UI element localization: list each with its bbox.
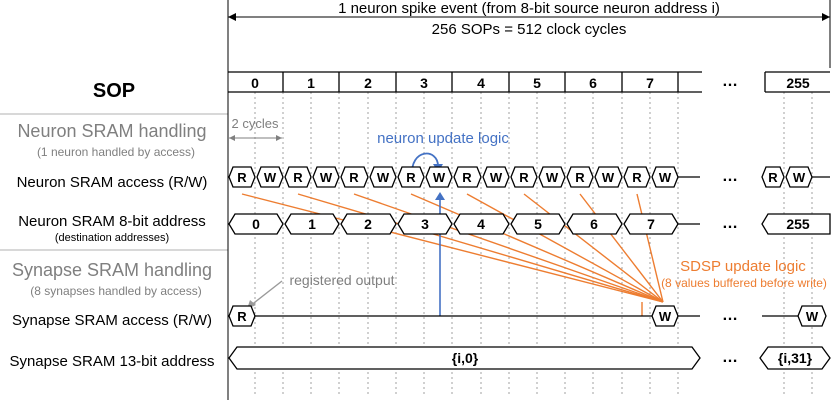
synapse-addr-value: {i,31} (778, 350, 813, 366)
ellipsis: … (722, 307, 738, 324)
sop-value: 3 (420, 75, 428, 91)
sdsp-fan-lines (241, 193, 664, 316)
neuron-op: R (406, 170, 416, 185)
ellipsis: … (722, 73, 738, 90)
event-label: 1 neuron spike event (from 8-bit source … (338, 0, 720, 17)
neuron-ops: R W R W R W R W R W R W R W R W … R W (237, 168, 806, 185)
synapse-op: W (659, 309, 672, 324)
neuron-addr-value: 5 (534, 216, 542, 232)
event-span (227, 0, 831, 68)
neuron-access-row (228, 166, 813, 188)
sop-value: 2 (364, 75, 372, 91)
neuron-addr-value: 4 (477, 216, 485, 232)
synapse-addr-row (228, 346, 831, 370)
synapse-op: R (237, 309, 247, 324)
synapse-addr-label: Synapse SRAM 13-bit address (9, 353, 214, 370)
neuron-op: W (490, 170, 503, 185)
neuron-op: R (632, 170, 642, 185)
synapse-ops: R W … W (237, 307, 819, 324)
sdsp-sub-label: (8 values buffered before write) (661, 276, 827, 290)
neuron-op: W (546, 170, 559, 185)
sdsp-update-logic-label: SDSP update logic (680, 258, 806, 275)
registered-output-label: registered output (289, 272, 394, 288)
synapse-handling-sub: (8 synapses handled by access) (30, 284, 201, 298)
neuron-addr-value: 1 (308, 216, 316, 232)
neuron-addr-sub: (destination addresses) (55, 232, 169, 244)
neuron-op: R (575, 170, 585, 185)
synapse-handling-title: Synapse SRAM handling (12, 260, 212, 280)
neuron-op: R (462, 170, 472, 185)
neuron-op: W (602, 170, 615, 185)
neuron-op: R (293, 170, 303, 185)
synapse-access-row (228, 305, 827, 327)
grid-lines (254, 92, 813, 395)
sop-value: 255 (786, 75, 810, 91)
synapse-addr-value: {i,0} (452, 350, 479, 366)
neuron-op: R (519, 170, 529, 185)
neuron-op: W (320, 170, 333, 185)
synapse-access-label: Synapse SRAM access (R/W) (12, 312, 212, 329)
neuron-addr-row (228, 213, 831, 235)
sop-value: 6 (589, 75, 597, 91)
sop-value: 1 (307, 75, 315, 91)
neuron-addr-value: 255 (786, 216, 810, 232)
neuron-op: W (433, 170, 446, 185)
synapse-addr-values: {i,0} … {i,31} (452, 349, 813, 366)
sop-value: 7 (646, 75, 654, 91)
neuron-op: W (264, 170, 277, 185)
neuron-op: R (768, 170, 778, 185)
sop-value: 5 (533, 75, 541, 91)
ellipsis: … (722, 168, 738, 185)
neuron-handling-sub: (1 neuron handled by access) (37, 145, 195, 159)
cycles-label: 256 SOPs = 512 clock cycles (432, 21, 627, 38)
neuron-addr-label: Neuron SRAM 8-bit address (18, 213, 206, 230)
row-separators (0, 113, 228, 251)
neuron-op: R (349, 170, 359, 185)
neuron-access-label: Neuron SRAM access (R/W) (17, 174, 208, 191)
synapse-op: W (806, 309, 819, 324)
two-cycles-marker (229, 135, 282, 141)
sop-value: 4 (477, 75, 485, 91)
sop-value: 0 (251, 75, 259, 91)
neuron-op: W (659, 170, 672, 185)
neuron-addr-value: 0 (252, 216, 260, 232)
neuron-op: W (377, 170, 390, 185)
two-cycles-label: 2 cycles (232, 116, 279, 131)
sop-values: 0 1 2 3 4 5 6 7 … 255 (251, 73, 810, 91)
ellipsis: … (722, 349, 738, 366)
neuron-handling-title: Neuron SRAM handling (17, 121, 206, 141)
neuron-addr-value: 3 (421, 216, 429, 232)
neuron-addr-values: 0 1 2 3 4 5 6 7 … 255 (252, 215, 810, 232)
neuron-op: R (237, 170, 247, 185)
neuron-addr-value: 2 (364, 216, 372, 232)
sop-row (228, 71, 830, 93)
neuron-update-logic-label: neuron update logic (377, 130, 509, 147)
neuron-op: W (793, 170, 806, 185)
neuron-addr-value: 7 (647, 216, 655, 232)
registered-output-arrow (249, 280, 283, 307)
ellipsis: … (722, 215, 738, 232)
sop-label: SOP (93, 80, 135, 102)
neuron-addr-value: 6 (590, 216, 598, 232)
